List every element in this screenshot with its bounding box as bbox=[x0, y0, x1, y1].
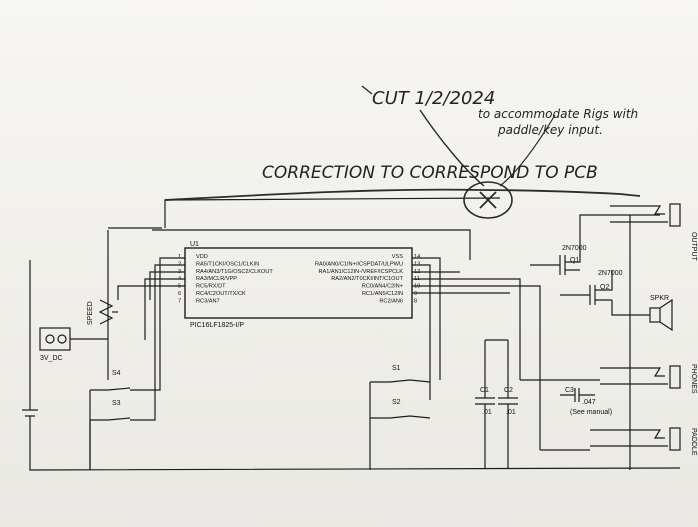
phones-label: PHONES bbox=[690, 364, 697, 394]
ic-right-pin-label: RA1/AN1/C12IN-/VREF/ICSPCLK bbox=[318, 269, 403, 275]
ic-right-pin-number: 8 bbox=[414, 298, 417, 304]
cut-circle bbox=[463, 181, 513, 219]
s2-label: S2 bbox=[392, 399, 401, 406]
c3-note: (See manual) bbox=[570, 409, 612, 416]
ic-right-pin-label: RA0/AN0/C1IN+/ICSPDAT/ULPWU bbox=[315, 261, 403, 267]
spkr-label: SPKR bbox=[650, 295, 669, 302]
paddle-label: PADDLE bbox=[690, 428, 697, 456]
c1-label: C1 bbox=[480, 387, 489, 394]
annotation-cut-note-2: paddle/key input. bbox=[497, 123, 603, 137]
output-label: OUTPUT bbox=[690, 232, 697, 262]
cut-x-mark bbox=[479, 191, 497, 209]
q2-part: 2N7000 bbox=[598, 270, 623, 277]
ic-right-pin-label: RA2/AN2/T0CKI/INT/C1OUT bbox=[331, 276, 403, 282]
cut-pointer bbox=[419, 109, 485, 187]
annotation-cut: CUT 1/2/2024 bbox=[372, 88, 495, 109]
s4-label: S4 bbox=[112, 370, 121, 377]
ic-left-pins: VDD1RA5/T1CKI/OSC1/CLKIN2RA4/AN3/T1G/OSC… bbox=[178, 254, 273, 304]
c2-label: C2 bbox=[504, 387, 513, 394]
ic-left-pin-label: RA4/AN3/T1G/OSC2/CLKOUT bbox=[196, 269, 273, 275]
c3-label: C3 bbox=[565, 387, 574, 394]
ic-right-pin-number: 14 bbox=[414, 254, 420, 260]
ic-u1-ref: U1 bbox=[190, 241, 199, 248]
s1-label: S1 bbox=[392, 365, 401, 372]
ic-right-pin-label: VSS bbox=[392, 254, 403, 260]
c3-value: .047 bbox=[582, 399, 596, 406]
annotation-correction: CORRECTION TO CORRESPOND TO PCB bbox=[262, 163, 598, 183]
q2-label: Q2 bbox=[600, 284, 609, 291]
handwritten-correction bbox=[164, 85, 641, 219]
ic-right-pin-number: 9 bbox=[414, 291, 417, 297]
ic-left-pin-label: RC3/AN7 bbox=[196, 298, 220, 304]
ic-left-pin-label: RA5/T1CKI/OSC1/CLKIN bbox=[196, 261, 259, 267]
ic-u1-part: PIC16LF1825-I/P bbox=[190, 322, 244, 329]
ic-left-pin-number: 6 bbox=[178, 291, 181, 297]
q1-part: 2N7000 bbox=[562, 245, 587, 252]
s3-label: S3 bbox=[112, 400, 121, 407]
ic-u1-body bbox=[184, 247, 413, 319]
ic-left-pin-label: RC5/RX/DT bbox=[196, 284, 226, 290]
ic-left-pin-label: RA3/MCLR/VPP bbox=[196, 276, 237, 282]
annotation-cut-note-1: to accommodate Rigs with bbox=[478, 107, 638, 121]
speed-label: SPEED bbox=[87, 301, 94, 325]
ic-right-pin-label: RC0/AN4/C2IN+ bbox=[362, 284, 403, 290]
q1-label: Q1 bbox=[570, 257, 579, 264]
c2-value: .01 bbox=[506, 409, 516, 416]
c1-value: .01 bbox=[482, 409, 492, 416]
ic-right-pin-label: RC1/AN5/C12IN bbox=[362, 291, 403, 297]
ic-left-pin-number: 1 bbox=[178, 254, 181, 260]
ic-left-pin-label: VDD bbox=[196, 254, 208, 260]
wires bbox=[22, 197, 681, 471]
ic-left-pin-number: 7 bbox=[178, 298, 181, 304]
power-label: 3V_DC bbox=[40, 355, 63, 362]
ic-left-pin-label: RC4/C2OUT/TX/CK bbox=[196, 291, 246, 297]
ic-right-pin-label: RC2/AN6 bbox=[379, 298, 403, 304]
